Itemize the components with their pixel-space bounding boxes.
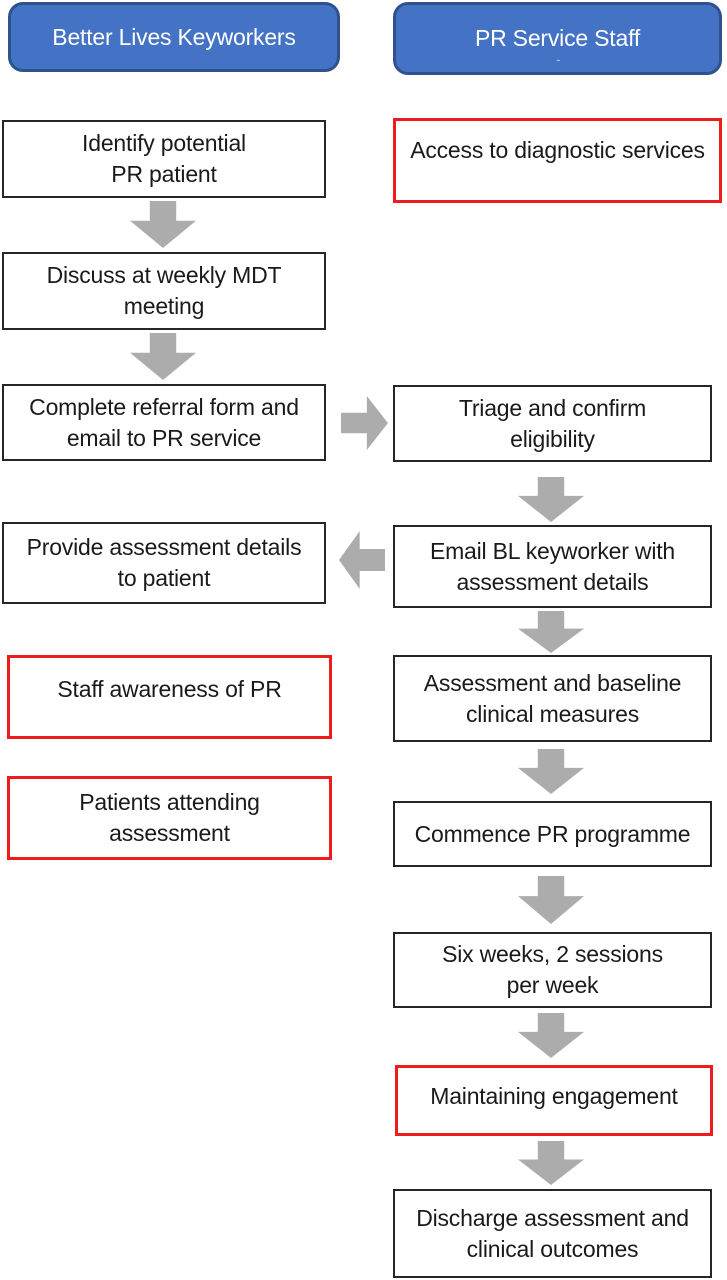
column-header-better-lives-label: Better Lives Keyworkers	[52, 23, 296, 50]
node-label: Maintaining engagement	[430, 1083, 678, 1109]
node-label: Assessment and baseline clinical measure…	[423, 669, 682, 727]
arrow-right-icon	[341, 396, 388, 450]
node-label: Six weeks, 2 sessions per week	[442, 941, 663, 998]
arrow-down-icon	[130, 333, 196, 380]
node-complete-referral-form: Complete referral form and email to PR s…	[2, 384, 326, 461]
node-assessment-baseline-measures: Assessment and baseline clinical measure…	[393, 655, 712, 742]
node-provide-assessment-details: Provide assessment details to patient	[2, 522, 326, 604]
node-label: Discharge assessment and clinical outcom…	[416, 1204, 689, 1262]
arrow-down-icon	[518, 1141, 584, 1185]
stray-dash-mark: -	[556, 51, 561, 67]
node-label: Access to diagnostic services	[410, 137, 705, 163]
node-label: Triage and confirm eligibility	[458, 394, 647, 452]
node-label: Discuss at weekly MDT meeting	[46, 262, 282, 319]
node-patients-attending-assessment: Patients attending assessment	[7, 776, 332, 860]
node-identify-potential-pr-patient: Identify potential PR patient	[2, 120, 326, 198]
arrow-down-icon	[518, 876, 584, 924]
arrow-down-icon	[130, 201, 196, 248]
node-label: Identify potential PR patient	[82, 130, 246, 187]
arrow-down-icon	[518, 477, 584, 522]
node-label: Patients attending assessment	[79, 789, 260, 846]
node-label: Provide assessment details to patient	[26, 534, 302, 591]
node-label: Staff awareness of PR	[57, 676, 282, 702]
node-commence-pr-programme: Commence PR programme	[393, 801, 712, 867]
node-staff-awareness-of-pr: Staff awareness of PR	[7, 655, 332, 739]
node-access-diagnostic-services: Access to diagnostic services	[393, 118, 722, 203]
node-email-bl-keyworker: Email BL keyworker with assessment detai…	[393, 525, 712, 608]
arrow-down-icon	[518, 749, 584, 794]
node-discharge-assessment-outcomes: Discharge assessment and clinical outcom…	[393, 1189, 712, 1278]
node-label: Complete referral form and email to PR s…	[29, 393, 299, 451]
node-label: Commence PR programme	[414, 820, 691, 847]
node-triage-confirm-eligibility: Triage and confirm eligibility	[393, 385, 712, 462]
node-six-weeks-sessions: Six weeks, 2 sessions per week	[393, 932, 712, 1008]
column-header-pr-service-label: PR Service Staff	[474, 25, 641, 51]
arrow-down-icon	[518, 611, 584, 653]
node-maintaining-engagement: Maintaining engagement	[395, 1065, 713, 1136]
column-header-pr-service: PR Service Staff	[393, 2, 722, 75]
node-label: Email BL keyworker with assessment detai…	[429, 537, 676, 595]
node-discuss-mdt-meeting: Discuss at weekly MDT meeting	[2, 252, 326, 330]
arrow-down-icon	[518, 1013, 584, 1058]
column-header-better-lives: Better Lives Keyworkers	[8, 2, 340, 72]
arrow-left-icon	[339, 531, 385, 589]
